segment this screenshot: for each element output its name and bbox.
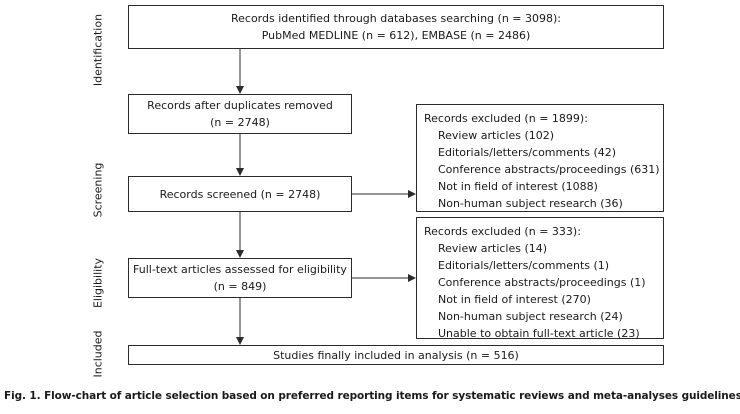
figure-caption: Fig. 1. Flow-chart of article selection … <box>4 390 740 402</box>
excluded-screening-item: Conference abstracts/proceedings (631) <box>438 163 660 176</box>
excluded-screening-item: Review articles (102) <box>438 129 555 142</box>
excluded-screening-box: Records excluded (n = 1899): Review arti… <box>416 104 664 212</box>
screened-box: Records screened (n = 2748) <box>128 176 352 212</box>
identified-line-2: PubMed MEDLINE (n = 612), EMBASE (n = 24… <box>261 29 531 42</box>
fulltext-line-2: (n = 849) <box>213 280 267 293</box>
excluded-screening-item: Non-human subject research (36) <box>438 197 623 210</box>
screened-line-1: Records screened (n = 2748) <box>159 187 321 201</box>
included-box: Studies finally included in analysis (n … <box>128 345 664 365</box>
identified-line-1: Records identified through databases sea… <box>230 12 561 25</box>
excluded-screening-item: Not in field of interest (1088) <box>438 180 598 193</box>
fulltext-box: Full-text articles assessed for eligibil… <box>128 258 352 298</box>
excluded-eligibility-item: Unable to obtain full-text article (23) <box>438 327 640 340</box>
excluded-eligibility-title: Records excluded (n = 333): <box>424 225 581 238</box>
duplicates-removed-box: Records after duplicates removed (n = 27… <box>128 94 352 134</box>
duplicates-removed-line-1: Records after duplicates removed <box>147 99 333 112</box>
duplicates-removed-line-2: (n = 2748) <box>210 116 270 129</box>
excluded-screening-item: Editorials/letters/comments (42) <box>438 146 617 159</box>
identified-box: Records identified through databases sea… <box>128 5 664 49</box>
excluded-eligibility-item: Review articles (14) <box>438 242 548 255</box>
excluded-eligibility-item: Not in field of interest (270) <box>438 293 591 306</box>
excluded-screening-title: Records excluded (n = 1899): <box>424 112 588 125</box>
excluded-eligibility-item: Conference abstracts/proceedings (1) <box>438 276 646 289</box>
included-line-1: Studies finally included in analysis (n … <box>273 348 519 362</box>
excluded-eligibility-item: Non-human subject research (24) <box>438 310 623 323</box>
excluded-eligibility-item: Editorials/letters/comments (1) <box>438 259 610 272</box>
excluded-eligibility-box: Records excluded (n = 333): Review artic… <box>416 217 664 340</box>
fulltext-line-1: Full-text articles assessed for eligibil… <box>133 263 347 276</box>
